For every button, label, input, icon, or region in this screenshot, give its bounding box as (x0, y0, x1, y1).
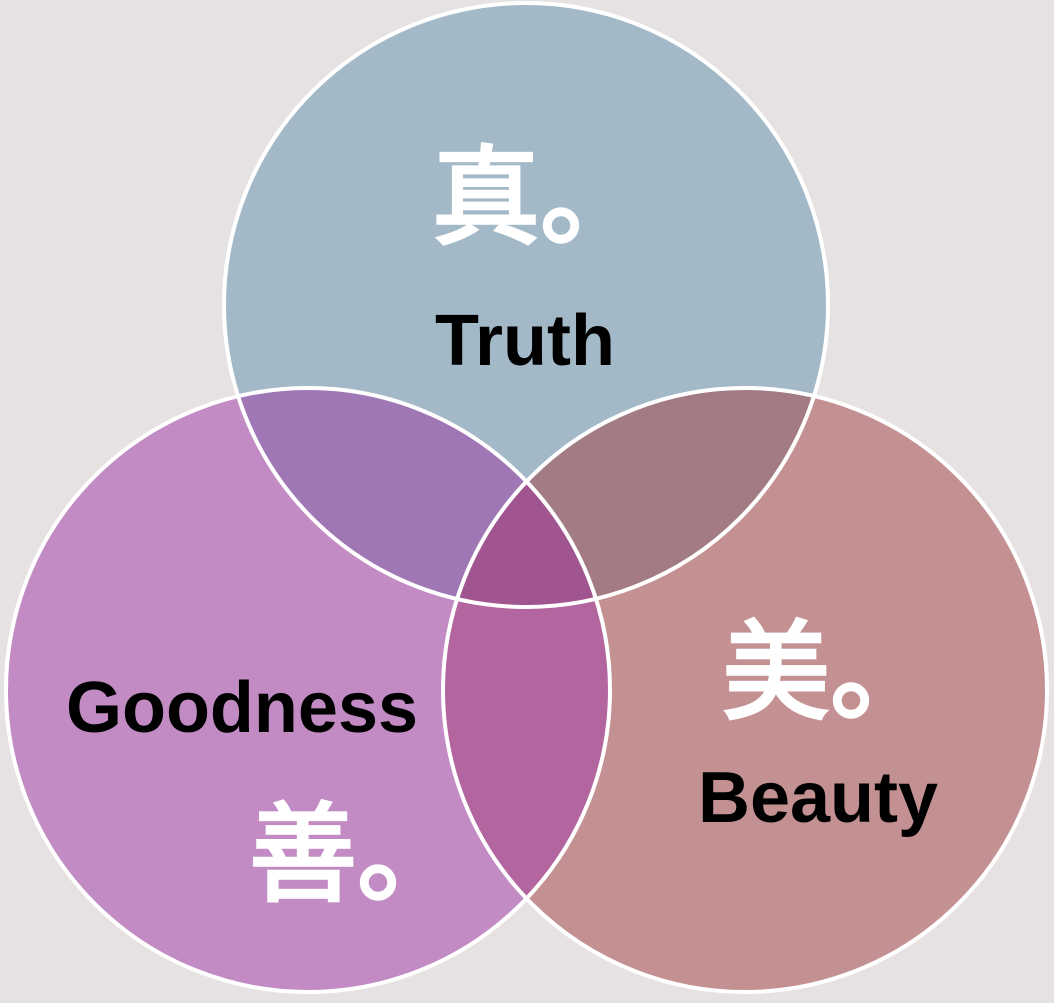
truth-label: Truth (435, 301, 615, 381)
beauty-kanji: 美。 (722, 611, 938, 736)
beauty-label: Beauty (698, 758, 938, 838)
truth-kanji: 真。 (432, 136, 648, 261)
truth-goodness-overlap (224, 388, 610, 607)
truth-beauty-overlap (443, 388, 828, 607)
goodness-label: Goodness (66, 668, 418, 748)
goodness-kanji: 善。 (249, 793, 465, 918)
